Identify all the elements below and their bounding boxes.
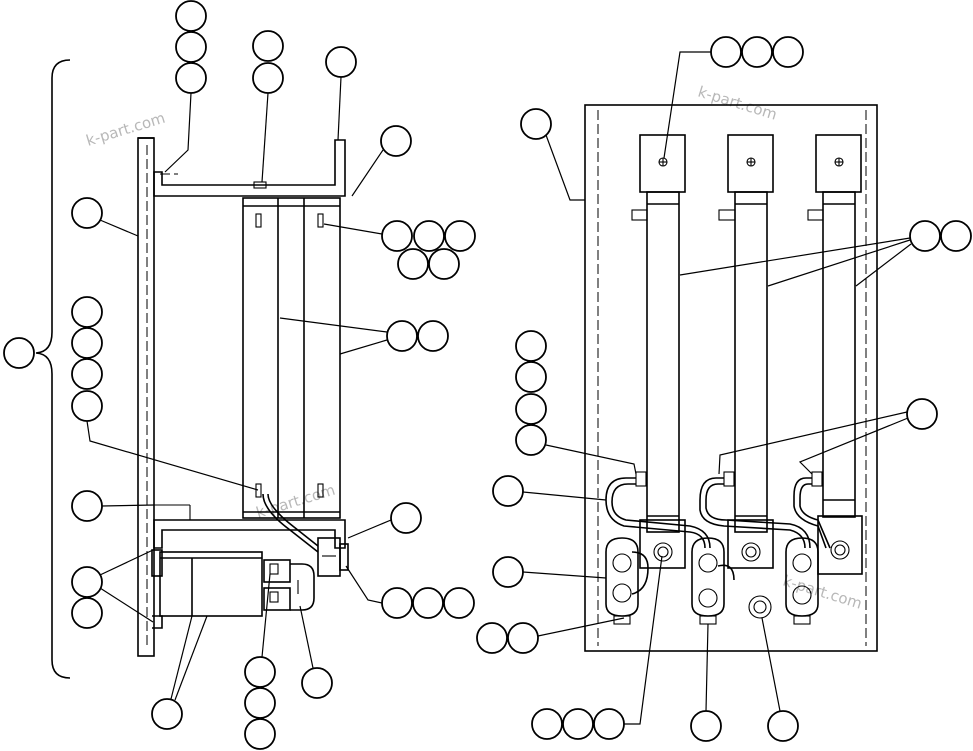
callout xyxy=(380,125,412,157)
callout xyxy=(252,30,284,62)
callout xyxy=(381,587,413,619)
valve-2 xyxy=(691,537,725,625)
callout xyxy=(428,248,460,280)
callout xyxy=(244,687,276,719)
panel xyxy=(584,104,878,652)
callout xyxy=(515,424,547,456)
callout xyxy=(71,597,103,629)
callout xyxy=(906,398,938,430)
pipe-3 xyxy=(807,134,863,575)
side-fitting xyxy=(317,537,341,577)
callout xyxy=(71,566,103,598)
side-view xyxy=(35,59,349,679)
callout xyxy=(767,710,799,742)
solenoid-valve xyxy=(159,551,263,617)
callout xyxy=(252,62,284,94)
callout xyxy=(71,296,103,328)
callout xyxy=(593,708,625,740)
callout xyxy=(151,698,183,730)
valve-1 xyxy=(605,537,639,625)
callout xyxy=(476,622,508,654)
callout xyxy=(940,220,972,252)
callout xyxy=(492,556,524,588)
callout xyxy=(515,330,547,362)
callout xyxy=(175,31,207,63)
callout xyxy=(244,656,276,688)
top-bracket xyxy=(153,139,346,197)
callout xyxy=(413,220,445,252)
callout xyxy=(381,220,413,252)
callout xyxy=(772,36,804,68)
callout xyxy=(71,197,103,229)
side-view-callouts xyxy=(3,0,476,750)
callout xyxy=(741,36,773,68)
callout xyxy=(71,390,103,422)
callout xyxy=(507,622,539,654)
bottom-bracket xyxy=(153,519,346,549)
valve-3 xyxy=(785,537,819,625)
callout xyxy=(443,587,475,619)
front-view xyxy=(584,104,878,652)
callout xyxy=(515,393,547,425)
callout xyxy=(244,718,276,750)
assembly-brace xyxy=(35,59,71,679)
pipe-body xyxy=(242,197,341,519)
callout xyxy=(531,708,563,740)
pipe-1 xyxy=(631,134,686,533)
callout xyxy=(397,248,429,280)
pipe-2 xyxy=(718,134,774,533)
callout xyxy=(710,36,742,68)
callout xyxy=(690,710,722,742)
callout xyxy=(71,327,103,359)
callout xyxy=(520,108,552,140)
mounting-plate xyxy=(137,137,155,657)
callout xyxy=(175,62,207,94)
callout xyxy=(3,337,35,369)
callout xyxy=(412,587,444,619)
watermark-2: k-part.com xyxy=(696,83,779,124)
callout xyxy=(492,475,524,507)
callout xyxy=(175,0,207,32)
callout xyxy=(444,220,476,252)
callout xyxy=(417,320,449,352)
callout xyxy=(515,361,547,393)
callout xyxy=(301,667,333,699)
callout xyxy=(386,320,418,352)
front-view-callouts xyxy=(476,36,972,742)
callout xyxy=(71,358,103,390)
callout xyxy=(325,46,357,78)
callout xyxy=(71,490,103,522)
watermark-3: k-part.com xyxy=(254,481,337,522)
callout xyxy=(390,502,422,534)
callout xyxy=(562,708,594,740)
callout xyxy=(909,220,941,252)
